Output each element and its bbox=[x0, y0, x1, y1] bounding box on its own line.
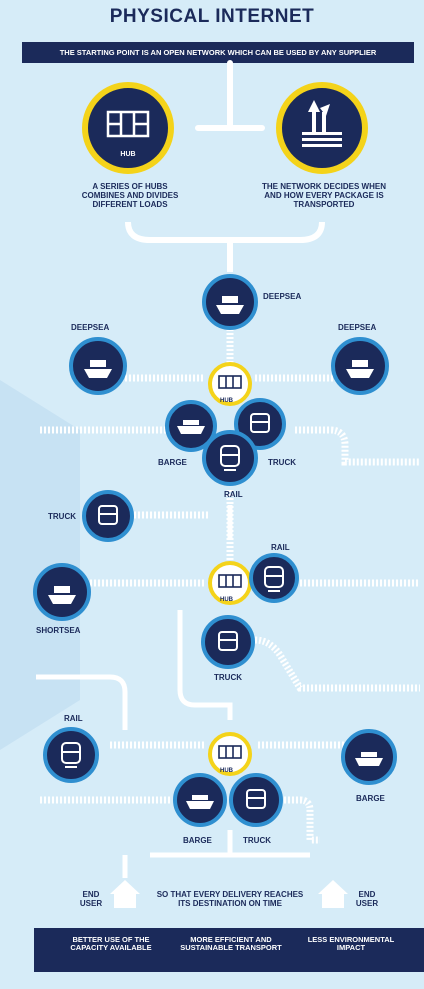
label-hub-2: HUB bbox=[220, 597, 233, 603]
delivery-caption: SO THAT EVERY DELIVERY REACHES ITS DESTI… bbox=[156, 890, 304, 908]
route-lines bbox=[36, 505, 310, 878]
label-barge-3: BARGE bbox=[183, 836, 212, 845]
network-caption: THE NETWORK DECIDES WHEN AND HOW EVERY P… bbox=[262, 182, 386, 209]
label-deepsea-top: DEEPSEA bbox=[263, 292, 302, 301]
label-truck-1: TRUCK bbox=[268, 458, 296, 467]
label-barge-1: BARGE bbox=[158, 458, 187, 467]
benefit-capacity: BETTER USE OF THE CAPACITY AVAILABLE bbox=[70, 935, 152, 952]
label-truck-3: TRUCK bbox=[243, 836, 271, 845]
label-deepsea-left: DEEPSEA bbox=[71, 323, 110, 332]
label-end-user-left: END USER bbox=[79, 890, 103, 908]
truck-icon bbox=[98, 413, 270, 809]
flow-lines bbox=[40, 325, 420, 844]
barge-icon bbox=[177, 420, 383, 809]
label-hub-1: HUB bbox=[220, 398, 233, 404]
label-rail-2: RAIL bbox=[271, 543, 290, 552]
hub-icon bbox=[218, 375, 242, 759]
network-icon bbox=[302, 100, 342, 147]
subtitle-bar: THE STARTING POINT IS AN OPEN NETWORK WH… bbox=[22, 42, 414, 63]
label-hub-3: HUB bbox=[220, 768, 233, 774]
node-icons bbox=[48, 100, 383, 908]
label-rail-3: RAIL bbox=[64, 714, 83, 723]
label-shortsea: SHORTSEA bbox=[36, 626, 81, 635]
hub-icon bbox=[106, 110, 150, 138]
benefit-environment: LESS ENVIRONMENTAL IMPACT bbox=[307, 935, 395, 952]
hub-icon-label: HUB bbox=[120, 151, 136, 158]
label-barge-right: BARGE bbox=[356, 794, 385, 803]
ship-icon bbox=[48, 296, 374, 604]
hub-caption: A SERIES OF HUBS COMBINES AND DIVIDES DI… bbox=[81, 182, 179, 209]
label-rail-1: RAIL bbox=[224, 490, 243, 499]
house-icon bbox=[110, 880, 348, 908]
label-truck-2: TRUCK bbox=[214, 673, 242, 682]
label-deepsea-right: DEEPSEA bbox=[338, 323, 377, 332]
label-truck-left: TRUCK bbox=[48, 512, 76, 521]
label-end-user-right: END USER bbox=[355, 890, 379, 908]
train-icon bbox=[61, 445, 284, 768]
benefit-efficiency: MORE EFFICIENT AND SUSTAINABLE TRANSPORT bbox=[180, 935, 282, 952]
benefits-bar: BETTER USE OF THE CAPACITY AVAILABLE MOR… bbox=[34, 928, 424, 972]
page-title: PHYSICAL INTERNET bbox=[109, 6, 315, 27]
